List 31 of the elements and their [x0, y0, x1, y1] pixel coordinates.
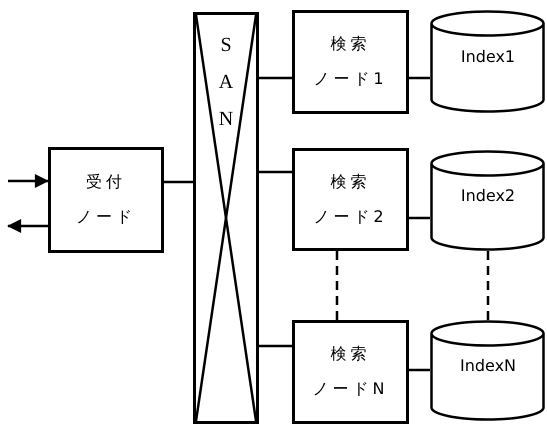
database-label: Index2 — [460, 186, 516, 205]
process-box — [292, 10, 409, 114]
connector-line — [409, 76, 430, 80]
node-label: 受付 — [86, 172, 126, 193]
arrow — [8, 174, 49, 188]
node-label: 検索 — [330, 34, 370, 55]
process-box — [48, 147, 164, 253]
vertical-label: SAN — [218, 33, 234, 132]
connector-line — [164, 180, 193, 184]
dashed-connector — [486, 251, 490, 320]
san-switch — [193, 12, 259, 424]
node-label: ノード1 — [313, 69, 388, 90]
process-box — [292, 148, 409, 251]
node-label: ノードN — [312, 379, 388, 400]
node-label: 検索 — [330, 172, 370, 192]
process-box — [292, 320, 409, 424]
node-label: ノード2 — [313, 206, 388, 228]
node-label: ノード — [76, 207, 136, 228]
connector-line — [259, 76, 292, 80]
connector-line — [409, 216, 430, 220]
database-label: Index1 — [460, 47, 516, 66]
database-cylinder — [430, 10, 546, 113]
node-label: 検索 — [330, 344, 370, 365]
connector-line — [259, 170, 292, 174]
connector-line — [409, 368, 430, 372]
database-cylinder — [430, 150, 546, 251]
arrow — [7, 219, 48, 233]
database-cylinder — [430, 320, 546, 421]
dashed-connector — [336, 251, 338, 320]
connector-line — [259, 344, 292, 348]
database-label: IndexN — [460, 356, 516, 375]
